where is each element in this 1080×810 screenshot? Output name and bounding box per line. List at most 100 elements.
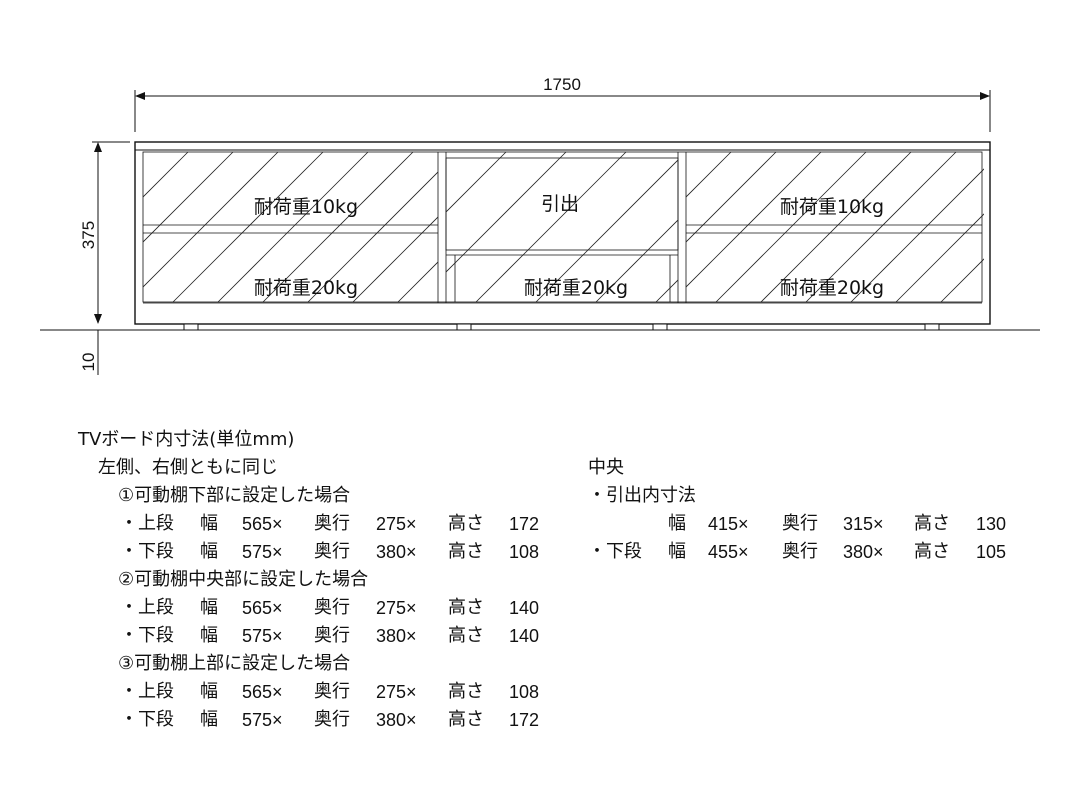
depth-label: 奥行	[314, 709, 350, 730]
width-dimension-label: 1750	[543, 75, 581, 94]
case-3-upper-row: ・上段 幅 565× 奥行 275× 高さ 108	[0, 678, 560, 706]
foot-dimension-label: 10	[79, 353, 98, 372]
center-lower-load-label: 耐荷重20kg	[524, 277, 628, 299]
hatch-line	[686, 152, 822, 288]
hatch-line	[686, 152, 777, 243]
tier-label: ・下段	[120, 625, 174, 646]
width-value: 415×	[708, 514, 749, 534]
hatch-line	[805, 152, 957, 302]
tier-label: ・下段	[588, 541, 642, 562]
center-lower-row: ・下段 幅 455× 奥行 380× 高さ 105	[0, 538, 1060, 566]
hatch-line	[686, 152, 732, 198]
cabinet-feet	[183, 323, 940, 331]
height-label: 高さ	[914, 513, 950, 534]
width-label: 幅	[668, 541, 686, 562]
width-value: 565×	[242, 598, 283, 618]
height-label: 高さ	[448, 681, 484, 702]
depth-value: 380×	[376, 626, 417, 646]
depth-label: 奥行	[314, 513, 350, 534]
hatch-line	[217, 152, 369, 302]
tier-label: ・上段	[120, 597, 174, 618]
hatch-line	[143, 152, 144, 153]
depth-value: 380×	[376, 542, 417, 562]
hatch-line	[307, 171, 438, 302]
height-value: 105	[976, 542, 1007, 562]
tier-label: ・下段	[120, 541, 174, 562]
height-dimension-label: 375	[79, 221, 98, 249]
width-value: 575×	[242, 626, 283, 646]
height-value: 108	[509, 682, 540, 702]
depth-value: 275×	[376, 598, 417, 618]
center-heading: 中央	[588, 457, 624, 478]
height-label: 高さ	[448, 597, 484, 618]
tier-label: ・上段	[120, 681, 174, 702]
height-value: 140	[509, 598, 540, 618]
height-dimension: 375	[79, 141, 130, 324]
height-value: 108	[509, 542, 540, 562]
height-label: 高さ	[448, 513, 484, 534]
case-1-heading: ①可動棚下部に設定した場合	[118, 485, 351, 506]
hatch-line	[986, 152, 1080, 302]
hatch-line	[535, 159, 678, 302]
hatch-line	[397, 261, 438, 302]
height-label: 高さ	[448, 625, 484, 646]
hatch-line	[143, 152, 279, 288]
width-label: 幅	[200, 625, 218, 646]
width-value: 575×	[242, 710, 283, 730]
case-2-lower-row: ・下段 幅 575× 奥行 380× 高さ 140	[0, 622, 560, 650]
spec-title: TVボード内寸法(単位mm)	[78, 429, 295, 450]
right-upper-load-label: 耐荷重10kg	[780, 196, 884, 218]
hatch-line	[143, 152, 234, 243]
width-value: 565×	[242, 682, 283, 702]
width-label: 幅	[200, 681, 218, 702]
depth-value: 380×	[376, 710, 417, 730]
hatch-line	[850, 168, 984, 302]
depth-value: 315×	[843, 514, 884, 534]
depth-label: 奥行	[782, 541, 818, 562]
hatch-line	[143, 152, 189, 198]
case-2-heading: ②可動棚中央部に設定した場合	[118, 569, 369, 590]
height-value: 140	[509, 626, 540, 646]
foot-dimension: 10	[79, 330, 99, 375]
side-heading: 左側、右側ともに同じ	[98, 457, 278, 478]
right-glass-door-hatching	[686, 152, 1080, 302]
depth-label: 奥行	[314, 597, 350, 618]
depth-value: 380×	[843, 542, 884, 562]
tv-board-elevation-drawing: 1750 375 10	[40, 75, 1080, 375]
hatch-line	[940, 258, 984, 302]
left-upper-load-label: 耐荷重10kg	[254, 196, 358, 218]
height-value: 130	[976, 514, 1007, 534]
width-value: 455×	[708, 542, 749, 562]
hatch-line	[895, 213, 984, 302]
center-drawer-hatching	[446, 152, 678, 302]
cabinet-body	[134, 141, 991, 325]
width-value: 565×	[242, 514, 283, 534]
height-value: 172	[509, 710, 540, 730]
hatch-line	[595, 219, 678, 302]
tier-label: ・上段	[120, 513, 174, 534]
case-1-upper-row: ・上段 幅 565× 奥行 275× 高さ 172	[0, 510, 560, 538]
width-label: 幅	[200, 709, 218, 730]
tier-label: ・下段	[120, 709, 174, 730]
drawer-heading: ・引出内寸法	[588, 485, 696, 506]
depth-label: 奥行	[314, 681, 350, 702]
case-2-upper-row: ・上段 幅 565× 奥行 275× 高さ 140	[0, 594, 560, 622]
width-label: 幅	[200, 597, 218, 618]
hatch-line	[352, 216, 438, 302]
case-3-lower-row: ・下段 幅 575× 奥行 380× 高さ 172	[0, 706, 560, 734]
width-label: 幅	[668, 513, 686, 534]
width-dimension: 1750	[134, 75, 991, 132]
depth-value: 275×	[376, 514, 417, 534]
depth-label: 奥行	[314, 625, 350, 646]
hatch-line	[446, 152, 507, 213]
right-lower-load-label: 耐荷重20kg	[780, 277, 884, 299]
depth-label: 奥行	[314, 541, 350, 562]
width-label: 幅	[200, 541, 218, 562]
case-3-heading: ③可動棚上部に設定した場合	[118, 653, 351, 674]
height-label: 高さ	[448, 541, 484, 562]
drawer-dimension-row: 幅 415× 奥行 315× 高さ 130	[0, 510, 1060, 538]
left-glass-door-hatching	[143, 152, 438, 302]
depth-value: 275×	[376, 682, 417, 702]
height-value: 172	[509, 514, 540, 534]
height-label: 高さ	[448, 709, 484, 730]
